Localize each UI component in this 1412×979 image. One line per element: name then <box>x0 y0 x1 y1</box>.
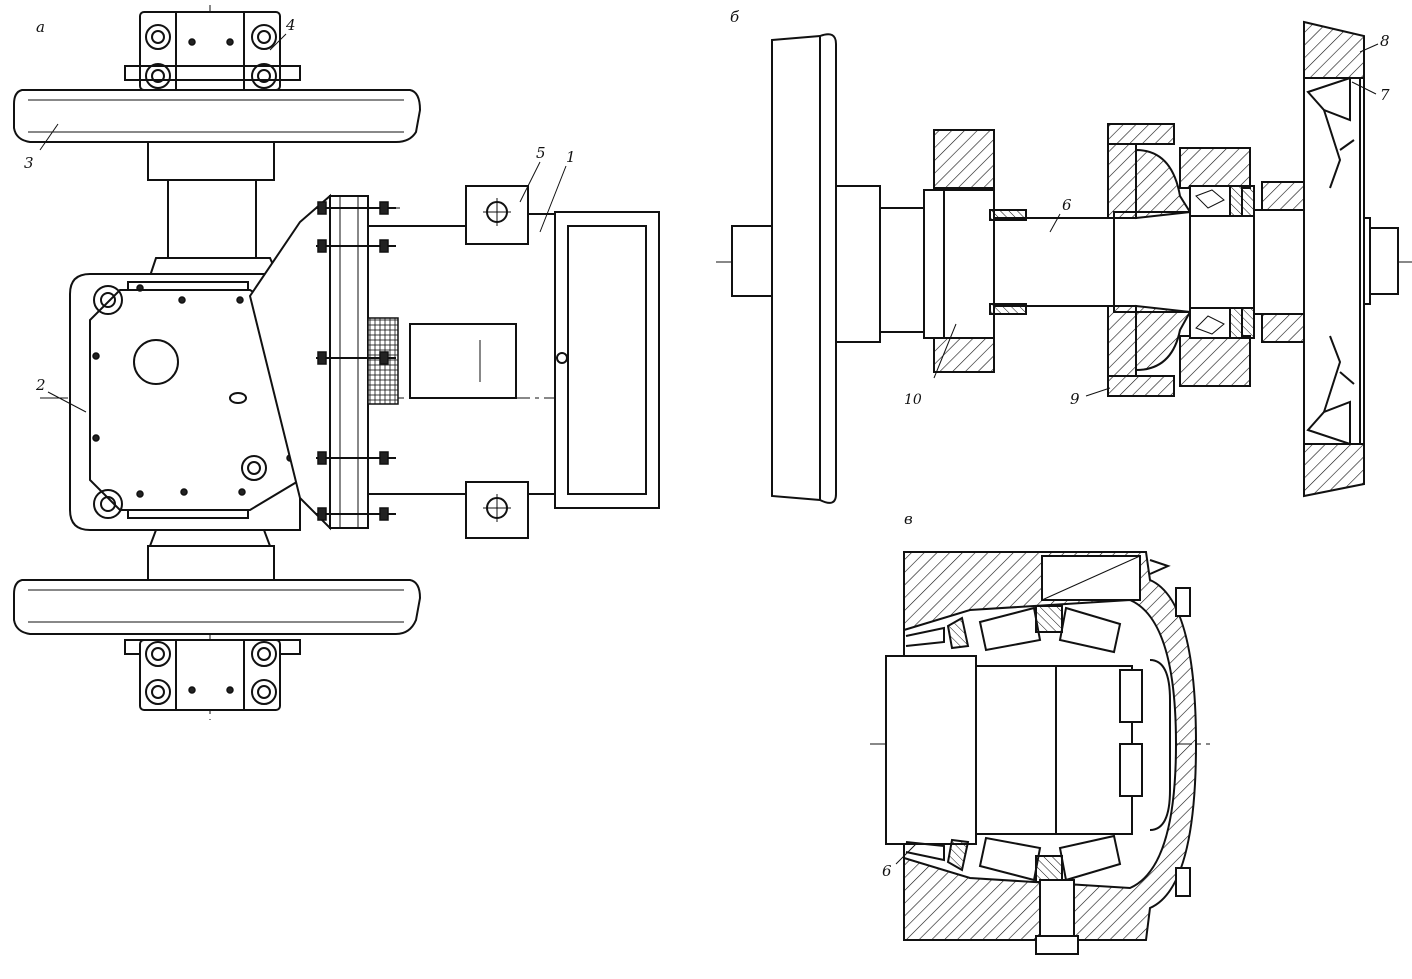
wheel-top <box>13 89 422 143</box>
callout-4: 4 <box>285 16 296 34</box>
callout-5: 5 <box>536 144 546 162</box>
leader-6-v <box>895 843 917 865</box>
end-cap <box>1035 555 1191 955</box>
labels: а б в 4 3 2 5 1 8 7 6 10 9 6 <box>24 8 1390 880</box>
view-b-section <box>716 20 1412 504</box>
callout-6-bearing: 6 <box>882 862 892 880</box>
axlebox-bottom <box>124 639 301 711</box>
view-label-v: в <box>904 510 913 528</box>
callout-10: 10 <box>904 392 922 408</box>
callout-8: 8 <box>1380 32 1390 50</box>
axle-end-journal <box>885 655 977 845</box>
callout-2: 2 <box>35 376 46 394</box>
view-v-bearing <box>870 551 1210 955</box>
gear-9 <box>1107 123 1192 397</box>
bearing-housing-right <box>1179 147 1255 387</box>
axle-upper <box>147 141 280 277</box>
callout-6: 6 <box>1062 196 1072 214</box>
motor-frame <box>368 185 660 539</box>
axlebox-top <box>124 11 301 91</box>
callout-3: 3 <box>24 154 34 172</box>
axle-shaft <box>731 185 1399 343</box>
wheel-left-profile <box>771 33 837 504</box>
leaders-view-b <box>933 43 1379 397</box>
labyrinth-seals <box>905 616 970 872</box>
inner-ring <box>975 665 1133 835</box>
housing-block-1-top <box>933 129 995 189</box>
wheel-bottom <box>13 579 422 635</box>
callout-7: 7 <box>1380 86 1390 104</box>
gearbox-housing <box>69 273 301 531</box>
view-label-a: а <box>36 18 45 36</box>
gear-wheel-8 <box>1261 20 1365 498</box>
rollers <box>978 605 1122 883</box>
callout-9: 9 <box>1070 390 1080 408</box>
leaders-view-a <box>39 33 567 413</box>
housing-block-1-bottom <box>933 337 995 373</box>
motor-flange <box>248 193 399 531</box>
view-label-b: б <box>730 8 740 26</box>
callout-1: 1 <box>566 148 576 166</box>
view-a-plan <box>13 5 660 720</box>
axle-lower <box>147 529 275 581</box>
